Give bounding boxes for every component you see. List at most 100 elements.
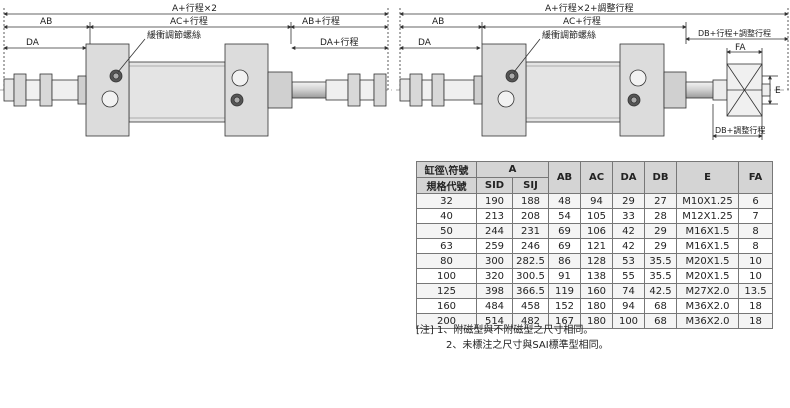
right-label-ac: AC+行程	[563, 15, 601, 27]
right-label-fa: FA	[735, 43, 746, 53]
table-cell: 125	[416, 283, 477, 299]
header-a: A	[476, 161, 549, 178]
left-label-ab-stroke: AB+行程	[302, 15, 340, 27]
table-cell: M36X2.0	[676, 313, 739, 329]
right-label-da: DA	[418, 38, 432, 48]
right-label-total: A+行程×2+調整行程	[545, 2, 634, 14]
header-bore-b: 規格代號	[416, 177, 477, 194]
note-1: [注] 1、附磁型與不附磁型之尺寸相同。	[416, 325, 594, 336]
header-ab: AB	[548, 161, 581, 194]
table-cell: 160	[580, 283, 613, 299]
table-cell: 8	[738, 223, 773, 239]
table-cell: 28	[644, 208, 677, 224]
table-cell: 86	[548, 253, 581, 269]
table-cell: 259	[476, 238, 513, 254]
table-cell: 13.5	[738, 283, 773, 299]
right-label-cushion: 緩衝調節螺絲	[542, 29, 596, 41]
table-cell: 74	[612, 283, 645, 299]
table-cell: 33	[612, 208, 645, 224]
table-cell: 91	[548, 268, 581, 284]
header-sij: SIJ	[512, 177, 549, 194]
table-cell: 42	[612, 223, 645, 239]
table-cell: 366.5	[512, 283, 549, 299]
header-ac: AC	[580, 161, 613, 194]
table-cell: 160	[416, 298, 477, 314]
table-cell: 48	[548, 193, 581, 209]
table-cell: 69	[548, 223, 581, 239]
table-cell: 180	[580, 298, 613, 314]
header-db: DB	[644, 161, 677, 194]
table-cell: 482	[512, 313, 549, 329]
table-cell: 167	[548, 313, 581, 329]
table-cell: 55	[612, 268, 645, 284]
header-fa: FA	[738, 161, 773, 194]
table-cell: 282.5	[512, 253, 549, 269]
table-cell: 188	[512, 193, 549, 209]
header-bore-a: 缸徑\符號	[424, 166, 469, 177]
table-cell: 320	[476, 268, 513, 284]
table-cell: 32	[416, 193, 477, 209]
table-cell: 398	[476, 283, 513, 299]
table-cell: 94	[580, 193, 613, 209]
table-cell: 29	[644, 223, 677, 239]
table-cell: 53	[612, 253, 645, 269]
table-cell: 29	[612, 193, 645, 209]
table-cell: 246	[512, 238, 549, 254]
table-cell: 94	[612, 298, 645, 314]
notes: [注] 1、附磁型與不附磁型之尺寸相同。 2、未標注之尺寸與SAI標準型相同。	[416, 323, 609, 353]
right-label-e: E	[775, 86, 781, 96]
table-cell: 10	[738, 253, 773, 269]
table-cell: 121	[580, 238, 613, 254]
table-cell: 105	[580, 208, 613, 224]
right-label-db-adj: DB+行程+調整行程	[698, 28, 771, 38]
table-cell: 68	[644, 313, 677, 329]
table-cell: 7	[738, 208, 773, 224]
table-cell: 300.5	[512, 268, 549, 284]
header-bore-cell: 缸徑\符號	[416, 161, 477, 178]
left-label-da-stroke: DA+行程	[320, 36, 358, 48]
table-cell: 18	[738, 298, 773, 314]
table-cell: 6	[738, 193, 773, 209]
table-cell: 42.5	[644, 283, 677, 299]
table-cell: 80	[416, 253, 477, 269]
header-e: E	[676, 161, 739, 194]
table-cell: 152	[548, 298, 581, 314]
left-label-ab: AB	[40, 17, 52, 27]
table-cell: 50	[416, 223, 477, 239]
table-cell: 68	[644, 298, 677, 314]
header-da: DA	[612, 161, 645, 194]
table-cell: 27	[644, 193, 677, 209]
right-label-db-adj-small: DB+調整行程	[715, 125, 765, 135]
header-sid: SID	[476, 177, 513, 194]
table-cell: 300	[476, 253, 513, 269]
table-cell: M16X1.5	[676, 223, 739, 239]
table-cell: 180	[580, 313, 613, 329]
left-label-total: A+行程×2	[172, 2, 217, 14]
table-cell: M16X1.5	[676, 238, 739, 254]
table-cell: 190	[476, 193, 513, 209]
table-cell: M27X2.0	[676, 283, 739, 299]
right-label-ab: AB	[432, 17, 444, 27]
left-label-ac: AC+行程	[170, 15, 208, 27]
table-cell: 106	[580, 223, 613, 239]
table-cell: 54	[548, 208, 581, 224]
table-cell: 35.5	[644, 253, 677, 269]
table-cell: 458	[512, 298, 549, 314]
table-cell: M10X1.25	[676, 193, 739, 209]
table-cell: M36X2.0	[676, 298, 739, 314]
table-cell: 35.5	[644, 268, 677, 284]
table-cell: 213	[476, 208, 513, 224]
table-cell: M12X1.25	[676, 208, 739, 224]
dimension-table: 缸徑\符號 A AB AC DA DB E FA 規格代號 SID SIJ 32…	[416, 161, 773, 329]
table-cell: 244	[476, 223, 513, 239]
table-cell: 119	[548, 283, 581, 299]
left-label-cushion: 緩衝調節螺絲	[147, 29, 201, 41]
table-cell: M20X1.5	[676, 253, 739, 269]
